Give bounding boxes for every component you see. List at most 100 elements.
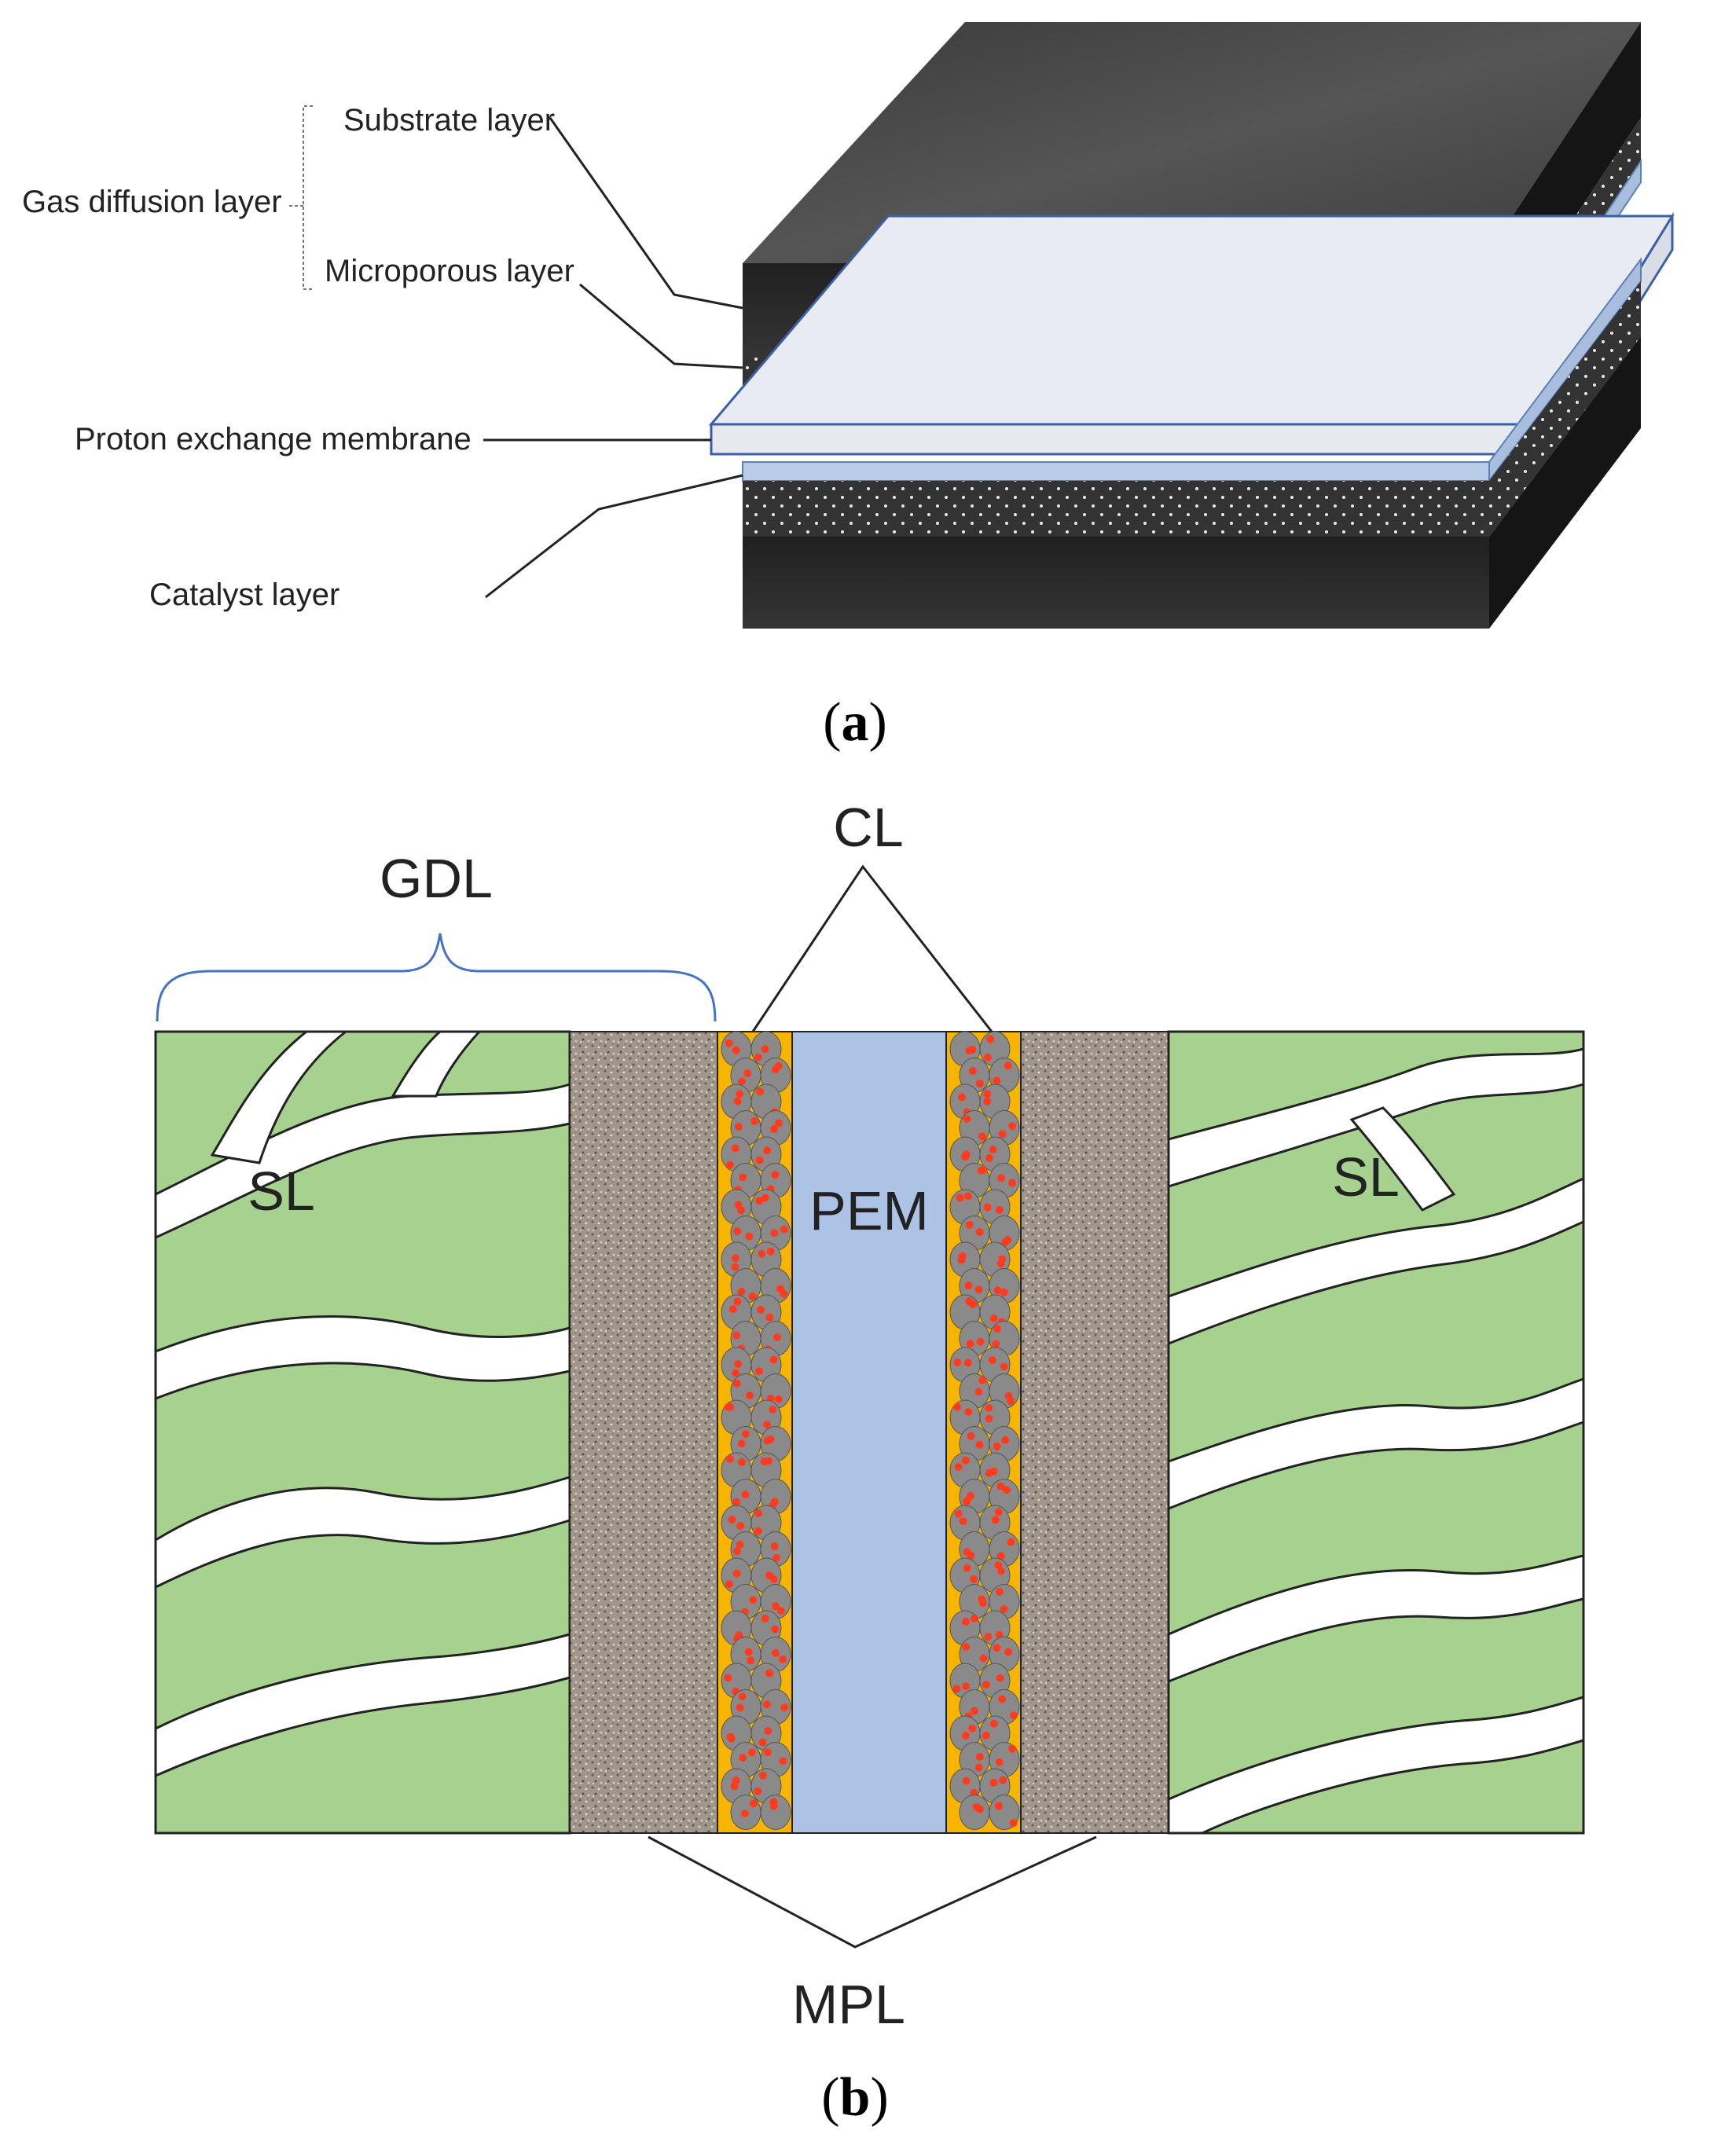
pt-dot <box>975 1079 984 1087</box>
pt-dot <box>769 1575 778 1583</box>
pt-dot <box>754 1787 762 1795</box>
pt-dot <box>761 1045 769 1054</box>
pt-dot <box>770 1124 779 1133</box>
mpl-right <box>1020 1031 1169 1834</box>
pt-dot <box>989 1314 998 1323</box>
cl-right-particles <box>949 1031 1020 1830</box>
catalyst-bottom-front <box>742 461 1490 482</box>
pt-dot <box>999 1776 1007 1784</box>
pt-dot <box>966 1340 974 1348</box>
label-sl-left: SL <box>248 1160 315 1222</box>
pt-dot <box>996 1552 1005 1560</box>
pt-dot <box>995 1758 1004 1766</box>
pt-dot <box>963 1358 972 1367</box>
pt-dot <box>732 1379 741 1388</box>
pt-dot <box>764 1748 772 1757</box>
pt-dot <box>728 1305 737 1314</box>
label-pem-b: PEM <box>809 1180 929 1241</box>
pt-dot <box>961 1456 970 1465</box>
pt-dot <box>1004 1062 1012 1070</box>
pt-dot <box>738 1692 747 1701</box>
pt-dot <box>764 1727 772 1736</box>
panel-a: Substrate layer Gas diffusion layer Micr… <box>22 22 1675 753</box>
pt-dot <box>975 1752 984 1761</box>
pt-dot <box>983 1203 992 1212</box>
pt-dot <box>755 1197 764 1205</box>
pt-dot <box>737 1206 746 1215</box>
pt-dot <box>978 1132 986 1141</box>
pt-dot <box>736 1541 744 1549</box>
pt-dot <box>970 1614 978 1622</box>
pt-dot <box>754 1527 762 1535</box>
pt-dot <box>745 1232 754 1241</box>
pt-dot <box>985 1153 993 1162</box>
pt-dot <box>779 1655 787 1663</box>
pt-dot <box>1008 1122 1017 1131</box>
pt-dot <box>757 1306 765 1314</box>
cl-particle <box>959 1795 990 1830</box>
pt-dot <box>740 1809 749 1817</box>
pt-dot <box>963 1115 971 1124</box>
pt-dot <box>732 1569 741 1578</box>
pt-dot <box>779 1757 787 1766</box>
pt-dot <box>995 1205 1004 1214</box>
pt-dot <box>959 1517 967 1526</box>
pt-dot <box>994 1508 1003 1516</box>
pt-dot <box>989 1779 998 1788</box>
pt-dot <box>1001 1436 1010 1444</box>
pt-dot <box>968 1045 977 1054</box>
pt-dot <box>750 1116 758 1125</box>
cl-right <box>945 1031 1022 1834</box>
pt-dot <box>989 1146 997 1154</box>
pt-dot <box>992 1340 1000 1348</box>
pt-dot <box>994 1561 1003 1570</box>
pt-dot <box>734 1360 743 1369</box>
pt-dot <box>967 1552 975 1560</box>
pt-dot <box>1008 1179 1017 1187</box>
pt-dot <box>775 1119 783 1128</box>
label-sl-right: SL <box>1332 1146 1400 1208</box>
pt-dot <box>983 1090 992 1098</box>
cl-left <box>717 1031 793 1834</box>
pt-dot <box>954 1462 963 1471</box>
caption-b: (b) <box>821 2067 889 2128</box>
sl-left-region <box>154 1030 571 1835</box>
sl-right-region <box>1167 1030 1585 1835</box>
pt-dot <box>996 1674 1004 1682</box>
mpl-left <box>569 1031 718 1834</box>
pt-dot <box>769 1406 777 1414</box>
pt-dot <box>739 1173 747 1182</box>
pt-dot <box>998 1695 1007 1703</box>
gdl-bracket-b <box>156 933 717 1022</box>
pt-dot <box>748 1292 757 1300</box>
caption-b-letter: b <box>840 2067 871 2128</box>
pt-dot <box>731 1263 739 1271</box>
pem-b <box>791 1031 947 1834</box>
pt-dot <box>771 1625 780 1634</box>
label-pem-a: Proton exchange membrane <box>75 422 472 456</box>
pt-dot <box>1004 1648 1013 1656</box>
pt-dot <box>730 1782 739 1791</box>
label-catalyst: Catalyst layer <box>149 578 339 612</box>
pt-dot <box>962 1642 971 1651</box>
pt-dot <box>963 1192 972 1201</box>
pt-dot <box>1007 1538 1015 1546</box>
pt-dot <box>737 1439 746 1448</box>
pt-dot <box>754 1509 762 1517</box>
pt-dot <box>736 1521 745 1530</box>
pt-dot <box>726 1160 735 1169</box>
pt-dot <box>769 1798 778 1806</box>
pt-dot <box>771 1602 780 1611</box>
pt-dot <box>1000 1288 1008 1296</box>
pt-dot <box>736 1703 744 1712</box>
pt-dot <box>982 1731 990 1740</box>
pt-dot <box>984 1633 993 1641</box>
pt-dot <box>725 1455 734 1464</box>
pt-dot <box>985 1468 993 1477</box>
pt-dot <box>763 1146 772 1155</box>
pt-dot <box>961 1731 970 1740</box>
pt-dot <box>772 1553 780 1562</box>
cl-particle <box>760 1795 791 1830</box>
pt-dot <box>770 1229 779 1238</box>
